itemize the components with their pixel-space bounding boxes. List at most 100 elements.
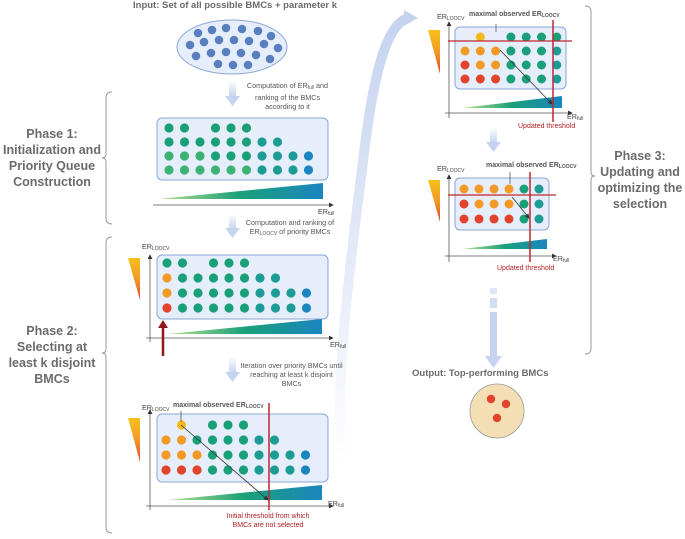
bmc-dot	[303, 165, 314, 175]
bmc-dot	[241, 151, 252, 161]
bmc-dot	[475, 74, 485, 84]
bmc-dot	[254, 465, 264, 475]
phase1-label: Phase 1: Initialization and Priority Que…	[0, 126, 104, 190]
bmc-dot	[270, 303, 281, 313]
phase3a-max-label: maximal observed ERLOOCV	[469, 11, 560, 19]
phase2b-max-label: maximal observed ERLOOCV	[173, 402, 264, 410]
step2-caption-sub: LOOCV	[259, 231, 278, 237]
axis-full-sub: full	[338, 503, 345, 509]
axis-er: ER	[437, 12, 447, 21]
bmc-dot	[191, 51, 201, 61]
bmc-dot	[195, 151, 205, 161]
bmc-dot	[207, 420, 218, 430]
bmc-dot	[223, 420, 233, 430]
phase3a-dots	[460, 32, 562, 84]
bmc-dot	[273, 43, 283, 53]
bmc-dot	[238, 465, 249, 475]
bmc-dot	[491, 60, 501, 70]
phase3-label-text: Phase 3: Updating and optimizing the sel…	[597, 149, 683, 211]
initial-threshold-label: Initial threshold from which BMCs are no…	[226, 513, 310, 529]
bmc-dot	[192, 450, 202, 460]
phase2a-y-label: ERLOOCV	[142, 242, 170, 252]
phase3b-ramp	[462, 239, 547, 249]
bmc-dot	[164, 137, 174, 147]
bmc-dot	[164, 123, 174, 133]
phase3b-vramp	[428, 180, 440, 222]
bmc-dot	[251, 50, 261, 60]
step1-caption-post: and ranking of the BMCs according to it	[254, 81, 329, 111]
bmc-dot	[475, 60, 485, 70]
bmc-dot	[239, 288, 250, 298]
phase3-bracket	[584, 5, 596, 355]
bmc-dot	[521, 74, 531, 84]
bmc-dot	[286, 288, 296, 298]
bmc-dot	[207, 450, 218, 460]
bmc-dot	[504, 199, 514, 209]
bmc-dot	[272, 137, 283, 147]
bmc-dot	[207, 435, 218, 445]
bmc-dot	[210, 137, 221, 147]
bmc-dot	[552, 46, 562, 56]
bmc-dot	[161, 465, 171, 475]
bmc-dot	[224, 258, 234, 268]
phase2b-y-label: ERLOOCV	[142, 403, 170, 413]
bmc-dot	[255, 288, 265, 298]
bmc-dot	[491, 46, 501, 56]
bmc-dot	[164, 165, 174, 175]
phase2a-vramp	[128, 258, 140, 300]
bmc-dot	[177, 303, 188, 313]
axis-er: ER	[437, 164, 447, 173]
bmc-dot	[519, 184, 529, 194]
step1-caption-pre: Computation of ER	[246, 81, 308, 90]
bmc-dot	[552, 60, 562, 70]
bmc-dot	[214, 35, 224, 45]
bmc-dot	[534, 184, 544, 194]
bmc-dot	[207, 25, 217, 35]
bmc-dot	[534, 214, 544, 224]
axis-er: ER	[142, 403, 152, 412]
bmc-dot	[257, 137, 267, 147]
bmc-dot	[229, 35, 239, 45]
phase3a-x-label: ERfull	[567, 112, 583, 122]
bmc-dot	[269, 435, 280, 445]
step2-caption: Computation and ranking of ERLOOCV of pr…	[240, 218, 340, 239]
bmc-dot	[257, 151, 267, 161]
bmc-dot	[162, 273, 172, 283]
bmc-dot	[185, 40, 195, 50]
bmc-dot	[193, 273, 203, 283]
bmc-dot	[177, 273, 188, 283]
bmc-dot	[238, 450, 249, 460]
bmc-dot	[179, 123, 190, 133]
bmc-dot	[239, 303, 250, 313]
bmc-dot	[195, 137, 205, 147]
max-observed-text: maximal observed ER	[469, 11, 542, 18]
output-dot	[501, 399, 511, 409]
phase3b-threshold-pointer	[511, 196, 530, 219]
axis-loocv-sub: LOOCV	[152, 246, 170, 252]
bmc-dot	[241, 137, 252, 147]
bmc-dot	[255, 303, 265, 313]
bmc-dot	[206, 48, 216, 58]
down-arrow-1	[225, 80, 240, 106]
axis-full-sub: full	[328, 211, 335, 217]
bmc-dot	[223, 435, 233, 445]
bmc-dot	[162, 288, 172, 298]
bmc-dot	[224, 273, 234, 283]
axis-er: ER	[142, 242, 152, 251]
bmc-dot	[239, 273, 250, 283]
bmc-dot	[491, 74, 501, 84]
bmc-dot	[228, 60, 238, 70]
phase1-ramp	[158, 183, 323, 199]
phase2-bracket	[101, 236, 113, 534]
down-arrow-4	[486, 127, 501, 152]
max-observed-sub: LOOCV	[541, 13, 560, 19]
bmc-dot	[459, 199, 469, 209]
bmc-dot	[226, 151, 236, 161]
max-observed-text: maximal observed ER	[486, 162, 559, 169]
bmc-dot	[288, 165, 298, 175]
phase2b-threshold-pointer	[180, 424, 269, 501]
phase2b-dots	[161, 420, 311, 475]
bmc-dot	[239, 258, 250, 268]
bmc-dot	[474, 214, 484, 224]
axis-er: ER	[330, 340, 340, 349]
